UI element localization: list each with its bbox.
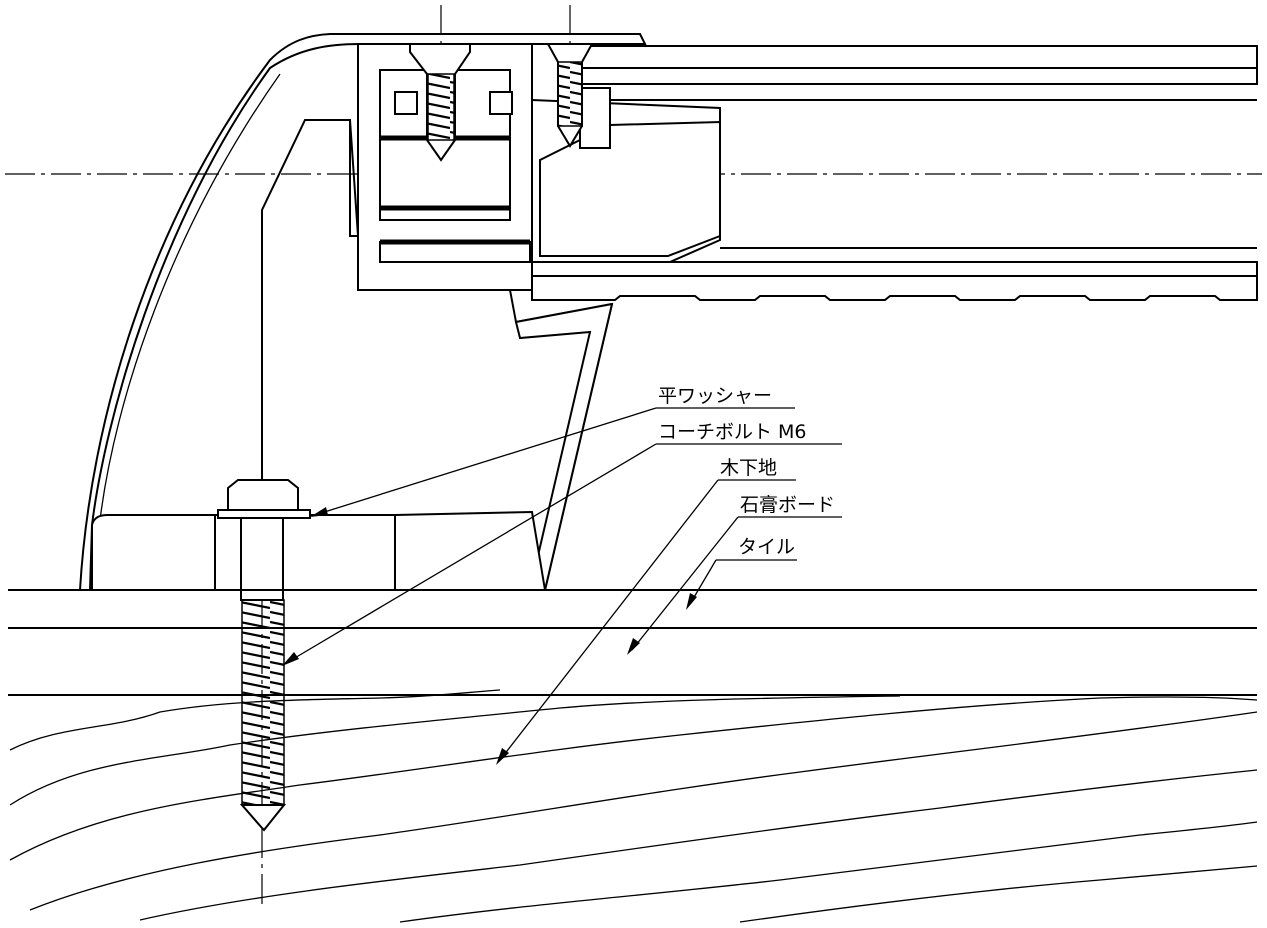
tube-upper-wall: [579, 45, 1258, 101]
label-coach-bolt: コーチボルト M6: [282, 421, 842, 666]
tube-plug: [531, 87, 721, 263]
outer-cover: [78, 33, 647, 591]
wood-grain: [9, 689, 1258, 923]
right-screw: [546, 43, 594, 148]
label-wood-base: 木下地: [496, 457, 796, 765]
label-text-tile: タイル: [738, 536, 795, 558]
label-text-coach-bolt: コーチボルト M6: [658, 421, 807, 443]
label-text-gypsum-board: 石膏ボード: [740, 493, 835, 516]
label-tile: タイル: [686, 536, 797, 610]
label-text-flat-washer: 平ワッシャー: [658, 385, 772, 407]
base-plate: [91, 510, 547, 591]
left-screw: [409, 43, 471, 162]
label-gypsum-board: 石膏ボード: [627, 493, 842, 655]
label-flat-washer: 平ワッシャー: [310, 385, 795, 517]
label-text-wood-base: 木下地: [720, 457, 777, 479]
